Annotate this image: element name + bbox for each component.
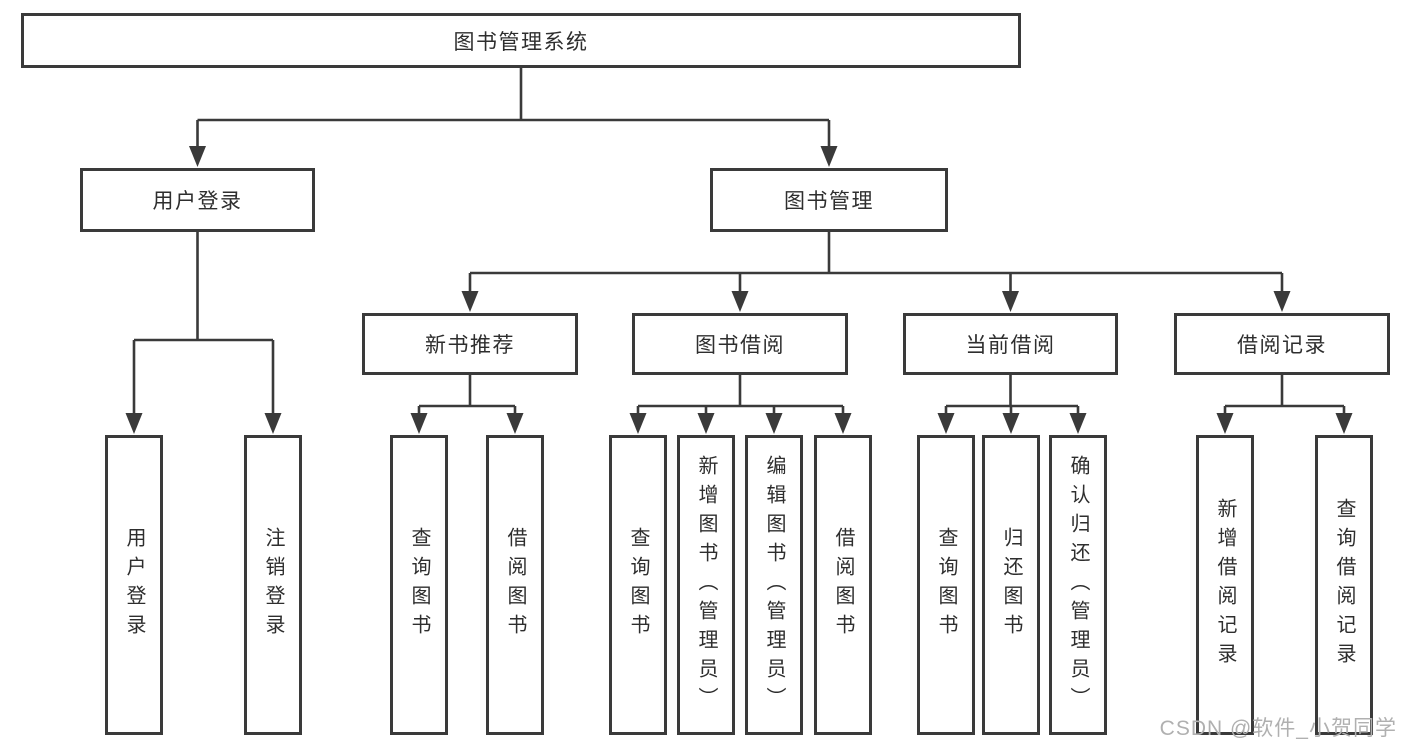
- leaf-add-books-admin: 新增图书（管理员）: [677, 435, 735, 735]
- node-book-borrowing: 图书借阅: [632, 313, 848, 375]
- leaf-query-books-recommend: 查询图书: [390, 435, 448, 735]
- leaf-edit-books-admin: 编辑图书（管理员）: [745, 435, 803, 735]
- node-borrowing-records: 借阅记录: [1174, 313, 1390, 375]
- node-current-borrowing: 当前借阅: [903, 313, 1118, 375]
- leaf-return-books: 归还图书: [982, 435, 1040, 735]
- node-new-book-recommendation: 新书推荐: [362, 313, 578, 375]
- node-book-management: 图书管理: [710, 168, 948, 232]
- node-library-management-system: 图书管理系统: [21, 13, 1021, 68]
- leaf-add-borrow-record: 新增借阅记录: [1196, 435, 1254, 735]
- leaf-borrow-books: 借阅图书: [814, 435, 872, 735]
- leaf-query-books-current: 查询图书: [917, 435, 975, 735]
- leaf-borrow-books-recommend: 借阅图书: [486, 435, 544, 735]
- node-user-login: 用户登录: [80, 168, 315, 232]
- csdn-watermark: CSDN @软件_小贺同学: [1159, 717, 1397, 740]
- arrowheads: [125, 146, 1353, 434]
- leaf-query-borrow-record: 查询借阅记录: [1315, 435, 1373, 735]
- leaf-user-login: 用户登录: [105, 435, 163, 735]
- leaf-confirm-return-admin: 确认归还（管理员）: [1049, 435, 1107, 735]
- leaf-query-books-borrow: 查询图书: [609, 435, 667, 735]
- leaf-logout: 注销登录: [244, 435, 302, 735]
